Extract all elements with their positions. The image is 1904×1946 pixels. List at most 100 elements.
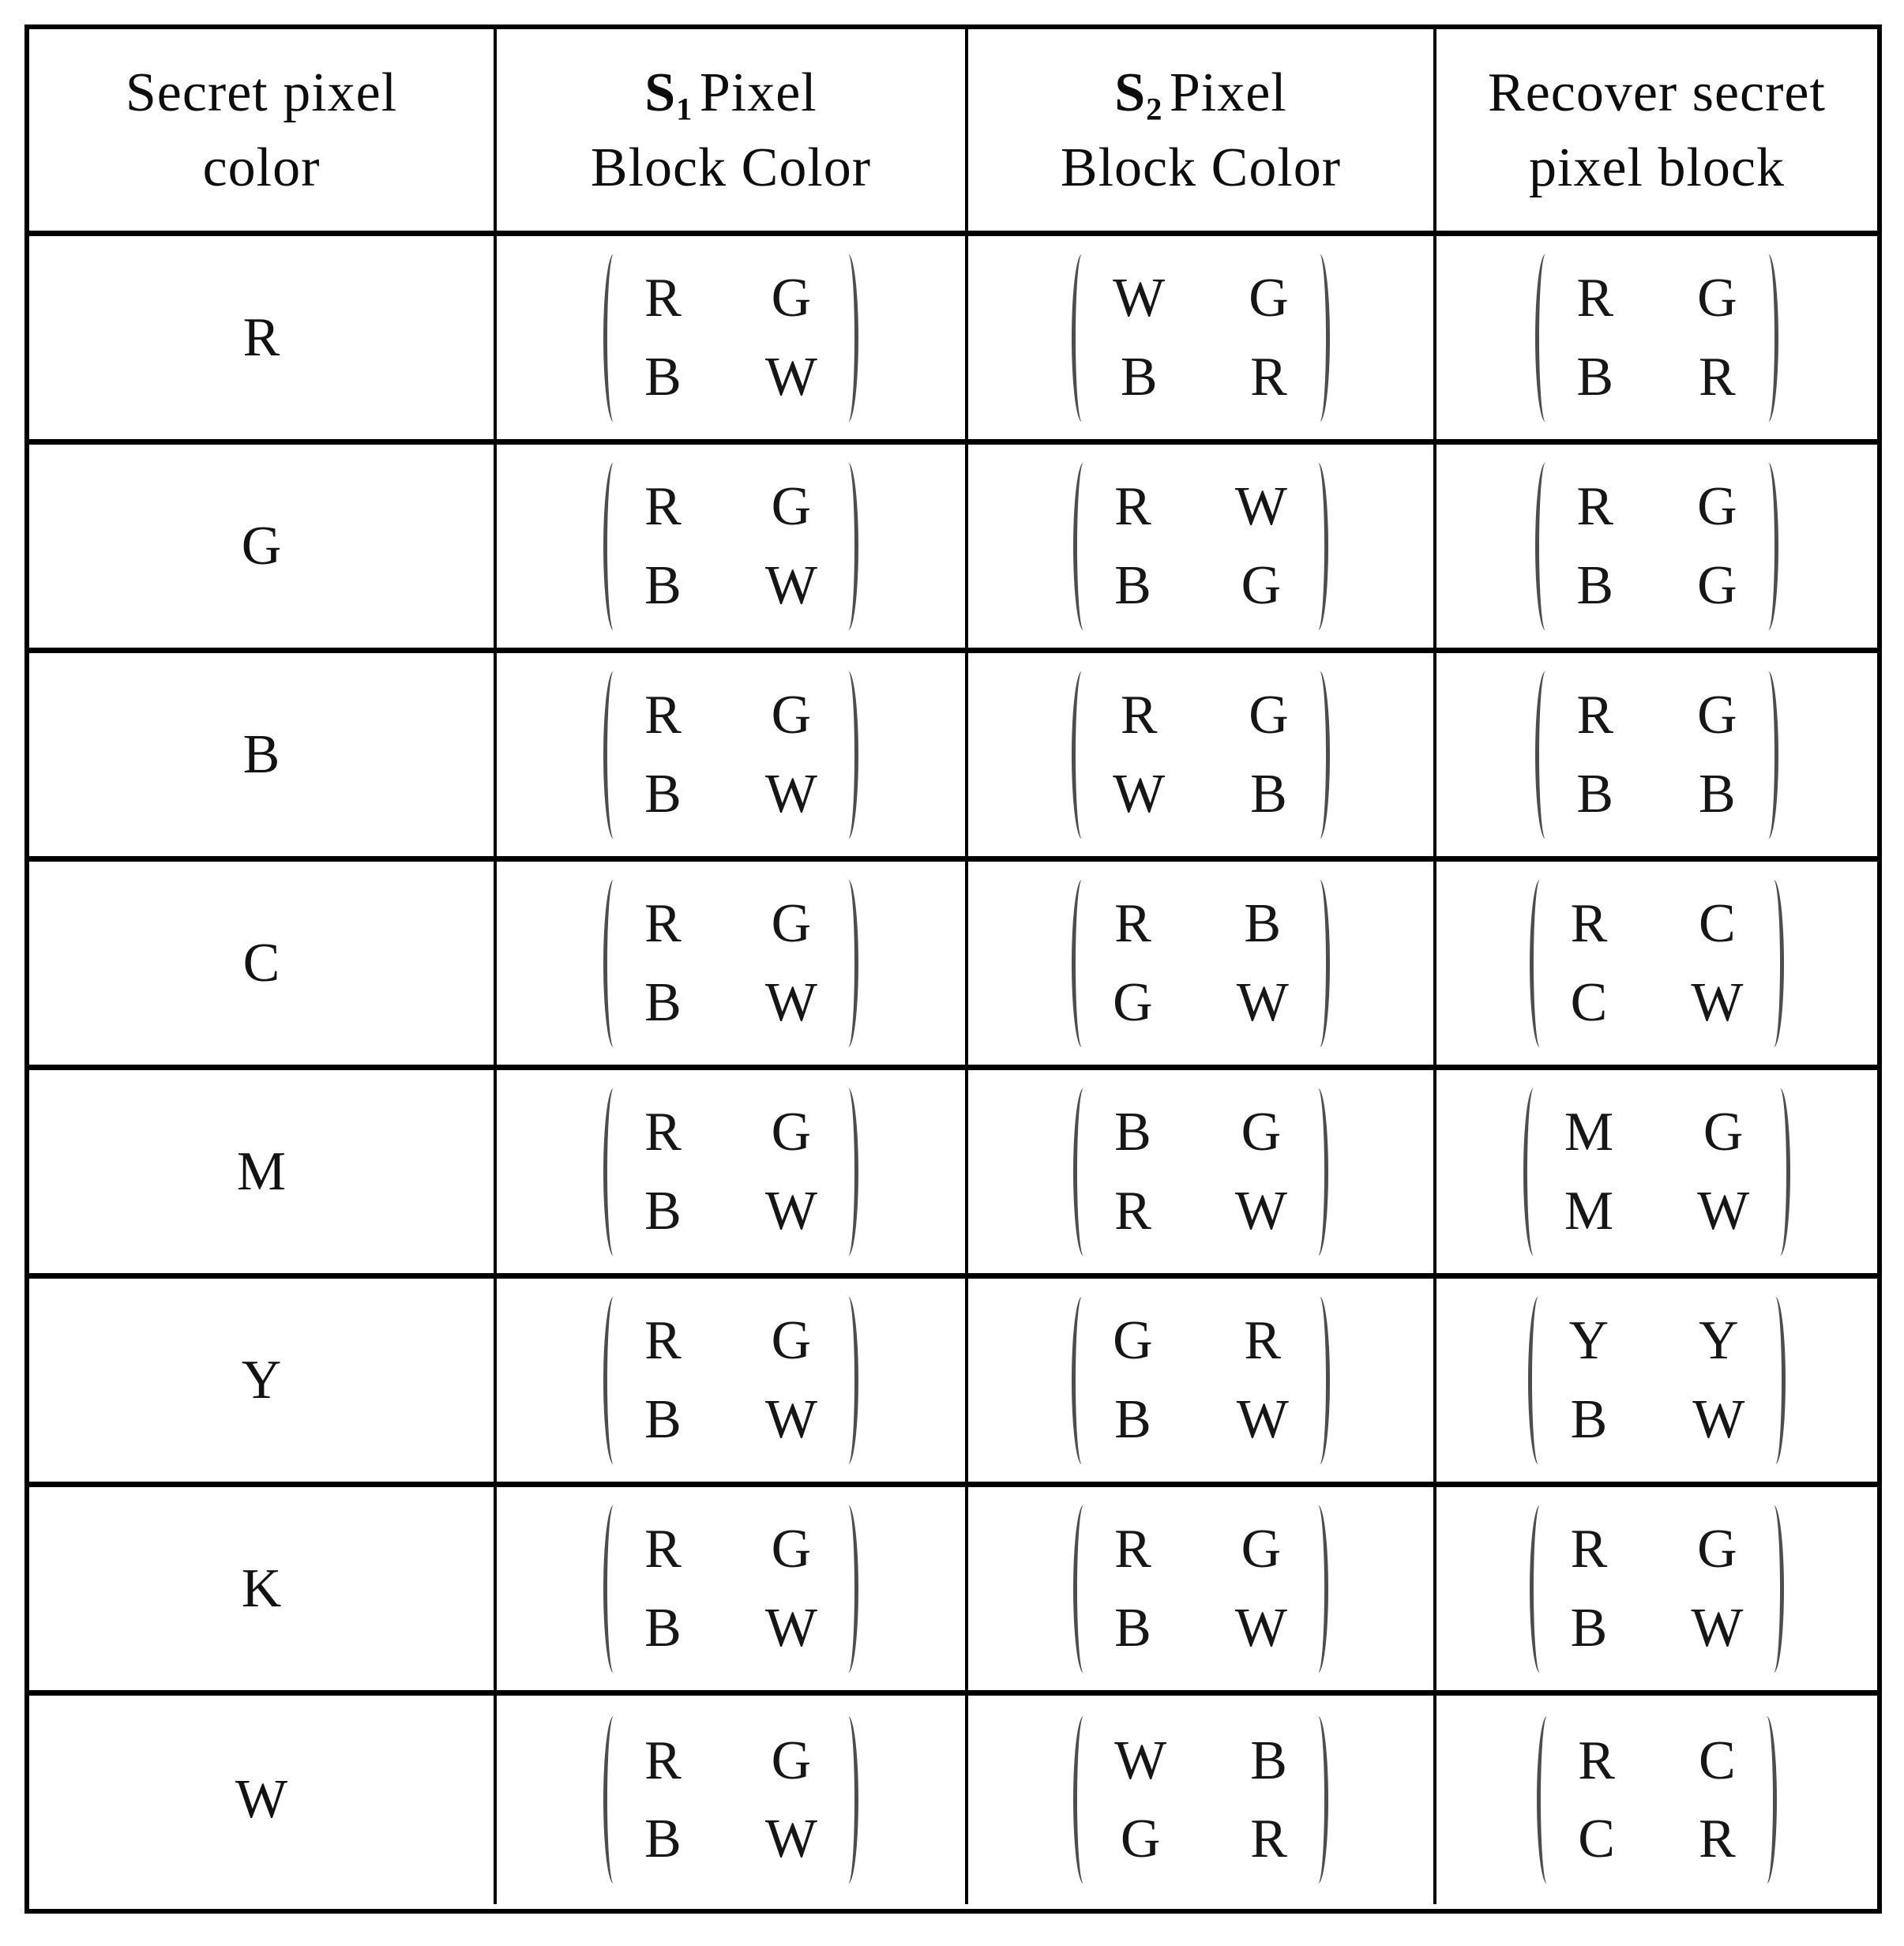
- matrix-entry: B: [1570, 1388, 1608, 1450]
- s1-block-cell: R G B W: [497, 653, 968, 856]
- matrix-entries: R G B W: [637, 1310, 825, 1450]
- s2-block-cell: R B G W: [968, 862, 1436, 1065]
- matrix-entry: G: [1697, 1519, 1737, 1580]
- pixel-block-matrix: R G B W: [603, 879, 858, 1047]
- matrix-entry: R: [1114, 1180, 1151, 1242]
- pixel-block-matrix: R G B W: [603, 462, 858, 630]
- pixel-block-matrix: R C C R: [1537, 1716, 1777, 1884]
- matrix-entry: W: [1236, 971, 1289, 1033]
- matrix-entry: G: [771, 1519, 812, 1580]
- matrix-entry: B: [1698, 763, 1736, 825]
- table-row: M R G B W B G R W: [29, 1070, 1877, 1279]
- table-row: G R G B W R W B G: [29, 445, 1877, 653]
- matrix-entries: R G B W: [637, 896, 825, 1033]
- matrix-entries: R G B W: [637, 476, 825, 613]
- s1-block-cell: R G B W: [497, 1070, 968, 1273]
- matrix-entry: R: [1570, 893, 1608, 955]
- matrix-entry: B: [1114, 1102, 1151, 1163]
- right-paren: [838, 879, 858, 1047]
- table-row: B R G B W R G W B: [29, 653, 1877, 862]
- matrix-entry: W: [1697, 1180, 1750, 1242]
- matrix-entry: W: [1234, 1597, 1287, 1659]
- right-paren: [1756, 1716, 1777, 1884]
- s2-block-cell: B G R W: [968, 1070, 1436, 1273]
- matrix-entry: G: [771, 1310, 812, 1372]
- left-paren: [1072, 254, 1092, 422]
- matrix-entries: R C C R: [1570, 1733, 1743, 1869]
- matrix-entries: Y Y B W: [1561, 1313, 1753, 1450]
- matrix-entry: G: [771, 1730, 812, 1791]
- matrix-entry: G: [771, 685, 812, 746]
- right-paren: [838, 1716, 858, 1884]
- matrix-entry: W: [764, 1388, 817, 1450]
- left-paren: [603, 1505, 624, 1673]
- pixel-block-matrix: Y Y B W: [1527, 1296, 1786, 1464]
- matrix-entry: B: [1114, 554, 1151, 616]
- matrix-entry: R: [1250, 346, 1287, 408]
- table-row: Y R G B W G R B W: [29, 1279, 1877, 1487]
- matrix-entries: R G B G: [1568, 476, 1744, 616]
- secret-color-label: Y: [241, 1349, 282, 1411]
- matrix-entry: W: [1114, 1730, 1167, 1791]
- right-paren: [1308, 1716, 1328, 1884]
- left-paren: [603, 879, 624, 1047]
- matrix-entry: W: [1692, 1388, 1745, 1450]
- s1-block-cell: R G B W: [497, 1487, 968, 1690]
- matrix-entry: W: [764, 763, 817, 825]
- secret-color-cell: Y: [29, 1279, 497, 1482]
- matrix-entry: W: [764, 971, 817, 1033]
- pixel-block-matrix: G R B W: [1072, 1296, 1330, 1464]
- matrix-entry: G: [1113, 1310, 1153, 1372]
- matrix-entries: W G B R: [1105, 268, 1297, 408]
- right-paren: [1770, 1088, 1791, 1256]
- right-paren: [1308, 1088, 1328, 1256]
- matrix-entry: G: [1697, 685, 1737, 746]
- s2-block-cell: G R B W: [968, 1279, 1436, 1482]
- recover-block-cell: R C C R: [1436, 1696, 1877, 1904]
- matrix-entry: B: [1250, 1730, 1287, 1791]
- matrix-entry: R: [1120, 685, 1158, 746]
- matrix-entry: R: [1244, 1310, 1282, 1372]
- right-paren: [838, 254, 858, 422]
- matrix-entry: G: [1249, 268, 1289, 329]
- matrix-entry: W: [764, 1809, 817, 1869]
- recover-block-cell: R G B B: [1436, 653, 1877, 856]
- matrix-entries: R G B W: [637, 1730, 825, 1869]
- left-paren: [1535, 254, 1556, 422]
- s1-block-cell: R G B W: [497, 1279, 968, 1482]
- matrix-entries: R G B W: [637, 270, 825, 404]
- matrix-entry: W: [764, 1597, 817, 1659]
- matrix-entry: R: [1576, 476, 1614, 538]
- s2-block-cell: W B G R: [968, 1696, 1436, 1904]
- left-paren: [1535, 462, 1556, 630]
- matrix-entry: G: [1697, 476, 1737, 538]
- share-subscript: 2: [1146, 90, 1163, 126]
- matrix-entries: R B G W: [1105, 896, 1297, 1033]
- recover-block-cell: R G B G: [1436, 445, 1877, 648]
- matrix-entry: W: [764, 1180, 817, 1242]
- left-paren: [1529, 1505, 1550, 1673]
- matrix-entries: R C C W: [1563, 893, 1752, 1030]
- matrix-entry: C: [1578, 1809, 1615, 1869]
- header-line: Block Color: [590, 137, 872, 198]
- header-line-rest: Pixel: [699, 62, 817, 123]
- matrix-entry: G: [771, 476, 812, 538]
- matrix-entry: G: [1113, 971, 1153, 1033]
- s2-block-cell: W G B R: [968, 236, 1436, 439]
- matrix-entries: W B G R: [1106, 1730, 1295, 1867]
- share-symbol: S: [1114, 62, 1147, 123]
- s1-block-cell: R G B W: [497, 862, 968, 1065]
- matrix-entry: W: [1691, 1597, 1744, 1659]
- matrix-entry: R: [644, 1519, 682, 1580]
- matrix-entry: G: [1697, 554, 1737, 616]
- header-line: color: [202, 137, 321, 198]
- matrix-entry: R: [644, 1102, 682, 1163]
- left-paren: [1072, 879, 1092, 1047]
- left-paren: [1073, 1505, 1094, 1673]
- secret-color-label: M: [236, 1140, 287, 1202]
- pixel-block-matrix: R G B W: [1073, 1505, 1328, 1673]
